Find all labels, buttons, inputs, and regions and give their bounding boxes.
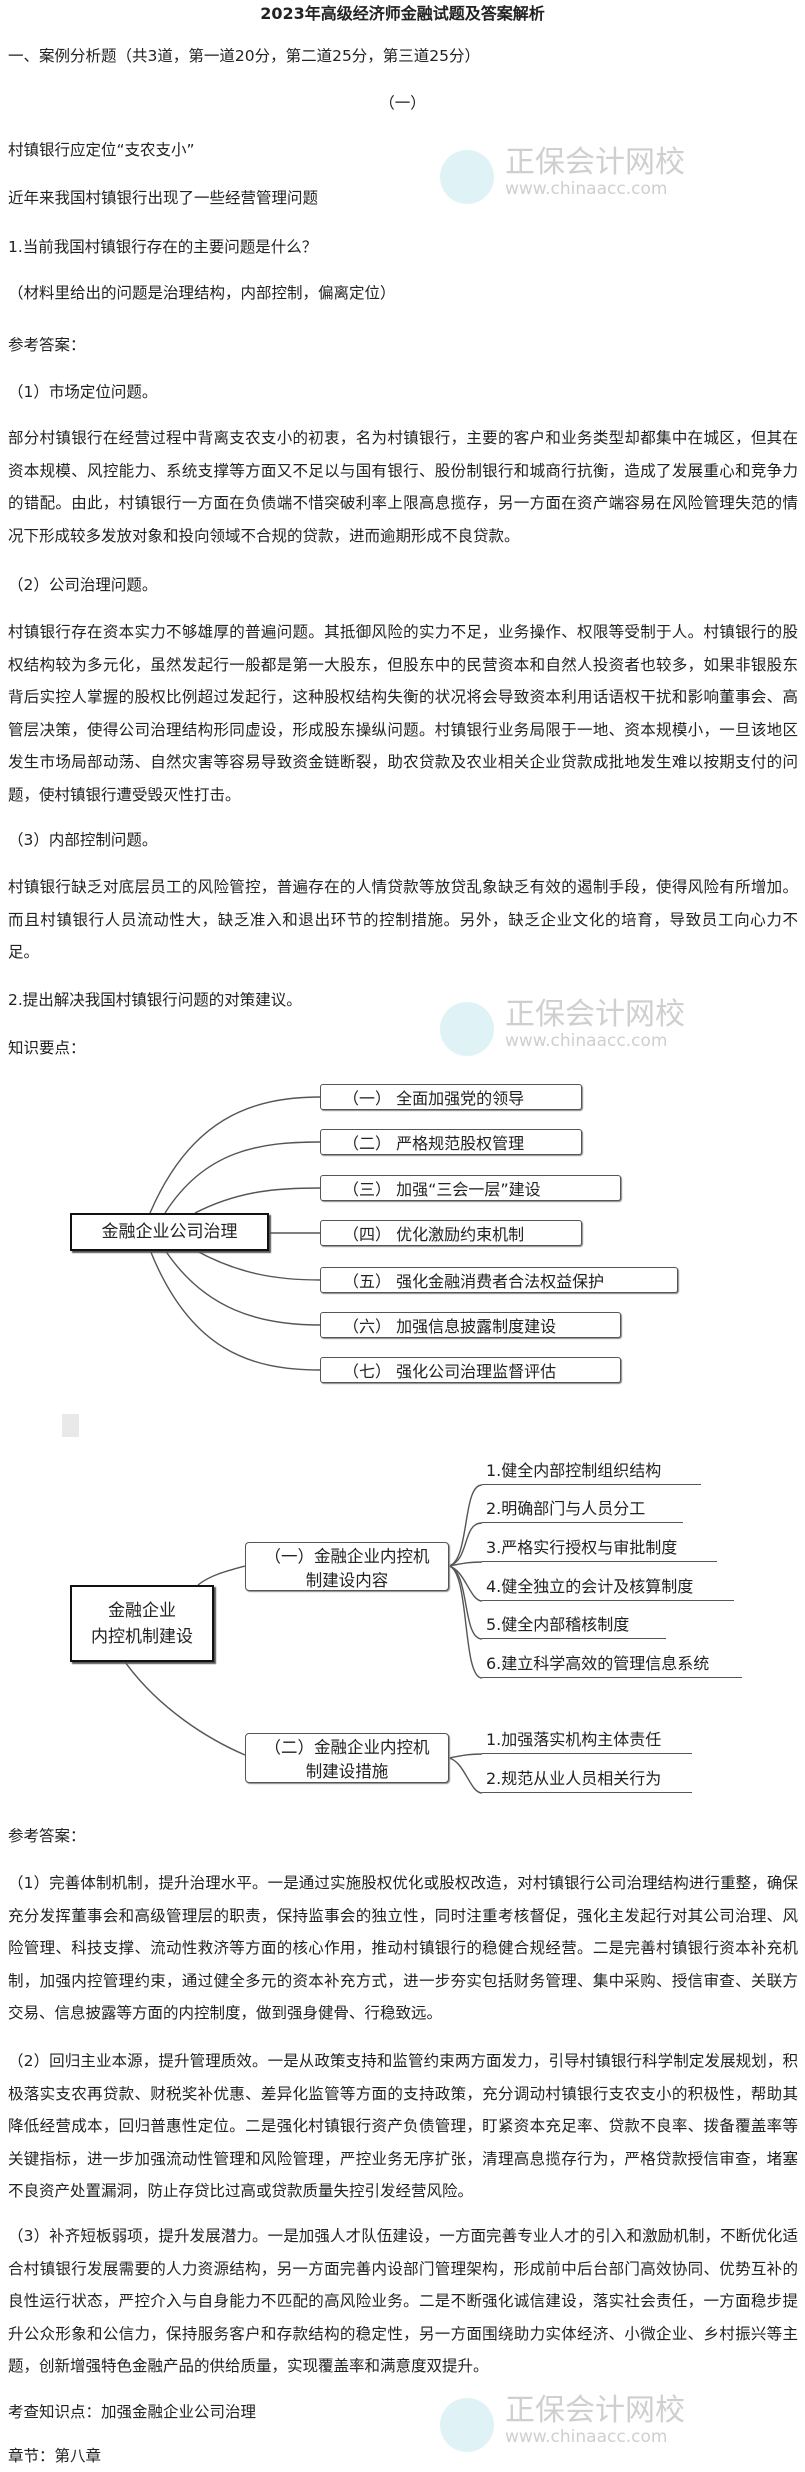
point-heading: （1）市场定位问题。 (8, 383, 158, 401)
diagram-leaf: 4.健全独立的会计及核算制度 (482, 1574, 734, 1601)
case-title: 村镇银行应定位“支农支小” (8, 141, 195, 159)
connector (448, 1565, 483, 1679)
connector (448, 1753, 483, 1759)
diagram-leaf: 5.健全内部稽核制度 (482, 1612, 666, 1639)
case-number: （一） (379, 94, 426, 112)
connector (194, 1249, 321, 1281)
point-heading: （2）公司治理问题。 (8, 576, 158, 594)
connector (164, 1141, 321, 1214)
watermark-logo-icon (440, 150, 494, 204)
connector (448, 1484, 483, 1567)
connector (149, 1249, 321, 1371)
diagram-root-corporate-governance: 金融企业公司治理 (70, 1213, 269, 1251)
diagram-item: （一） 全面加强党的领导 (320, 1084, 582, 1110)
connector (448, 1757, 483, 1794)
connector (124, 1661, 246, 1756)
point-text: 村镇银行缺乏对底层员工的风险管控，普遍存在的人情贷款等放贷乱象缺乏有效的遏制手段… (8, 878, 798, 961)
diagram-leaf: 2.明确部门与人员分工 (482, 1496, 683, 1523)
connector (164, 1249, 321, 1326)
answer-paragraph: （3）补齐短板弱项，提升发展潜力。一是加强人才队伍建设，一方面完善专业人才的引入… (8, 2227, 798, 2375)
point-text: 部分村镇银行在经营过程中背离支农支小的初衷，名为村镇银行，主要的客户和业务类型却… (8, 429, 798, 545)
answer-paragraph: （1）完善体制机制，提升治理水平。一是通过实施股权优化或股权改造，对村镇银行公司… (8, 1874, 798, 2022)
connector (149, 1096, 321, 1214)
connector (448, 1565, 483, 1602)
page-title: 2023年高级经济师金融试题及答案解析 (260, 4, 545, 23)
diagram-branch-content: （一）金融企业内控机制建设内容 (245, 1542, 449, 1591)
watermark-logo-icon (440, 2398, 494, 2452)
diagram-item: （三） 加强“三会一层”建设 (320, 1175, 621, 1201)
diagram-item: （四） 优化激励约束机制 (320, 1220, 582, 1246)
chapter: 章节：第八章 (8, 2447, 102, 2465)
watermark-logo-icon (440, 1002, 494, 1056)
diagram-item: （二） 严格规范股权管理 (320, 1129, 582, 1155)
answer-label: 参考答案： (8, 336, 86, 354)
question-1-hint: （材料里给出的问题是治理结构，内部控制，偏离定位） (8, 284, 396, 302)
diagram-branch-measures: （二）金融企业内控机制建设措施 (245, 1733, 449, 1783)
connector (448, 1522, 483, 1567)
knowledge-point: 考查知识点：加强金融企业公司治理 (8, 2403, 257, 2421)
diagram-leaf: 6.建立科学高效的管理信息系统 (482, 1651, 742, 1678)
point-text: 村镇银行存在资本实力不够雄厚的普遍问题。其抵御风险的实力不足，业务操作、权限等受… (8, 623, 798, 804)
question-1: 1.当前我国村镇银行存在的主要问题是什么？ (8, 238, 318, 256)
answer-label: 参考答案： (8, 1827, 86, 1845)
connector (197, 1565, 246, 1586)
diagram-leaf: 1.健全内部控制组织结构 (482, 1458, 701, 1485)
diagram-leaf: 1.加强落实机构主体责任 (482, 1727, 692, 1754)
point-heading: （3）内部控制问题。 (8, 831, 158, 849)
connector (448, 1565, 483, 1640)
diagram-leaf: 2.规范从业人员相关行为 (482, 1766, 692, 1793)
diagram-item: （七） 强化公司治理监督评估 (320, 1357, 621, 1383)
placeholder-square (62, 1414, 79, 1437)
knowledge-label: 知识要点： (8, 1039, 86, 1057)
diagram-item: （六） 加强信息披露制度建设 (320, 1312, 621, 1338)
section-header: 一、案例分析题（共3道，第一道20分，第二道25分，第三道25分） (8, 47, 481, 65)
connector (194, 1187, 321, 1214)
diagram-item: （五） 强化金融消费者合法权益保护 (320, 1267, 678, 1293)
question-2: 2.提出解决我国村镇银行问题的对策建议。 (8, 991, 302, 1009)
connector (448, 1561, 483, 1567)
case-intro: 近年来我国村镇银行出现了一些经营管理问题 (8, 189, 319, 207)
diagram-root-internal-control: 金融企业内控机制建设 (70, 1585, 214, 1662)
answer-paragraph: （2）回归主业本源，提升管理质效。一是从政策支持和监管约束两方面发力，引导村镇银… (8, 2052, 798, 2200)
diagram-leaf: 3.严格实行授权与审批制度 (482, 1535, 717, 1562)
